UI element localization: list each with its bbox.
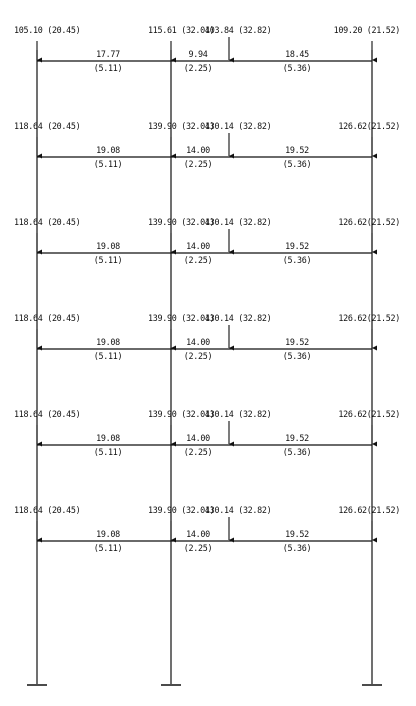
beam-left-load-sub: (5.11) xyxy=(94,543,122,553)
col-mid-load: 139.90 (32.04) xyxy=(148,313,214,323)
floor-1: 105.10 (20.45) 115.61 (32.04)103.84 (32.8… xyxy=(14,25,400,73)
beam-mid-load-sub: (2.25) xyxy=(184,351,212,361)
beam-left-load-sub: (5.11) xyxy=(94,63,122,73)
col-left-load: 118.64 (20.45) xyxy=(14,313,80,323)
col-right-load: 126.62(21.52) xyxy=(338,121,400,131)
point-load: 130.14 (32.82) xyxy=(205,121,271,131)
beam-right-load-sub: (5.36) xyxy=(283,159,311,169)
col-mid-load: 139.90 (32.04) xyxy=(148,217,214,227)
col-right-load: 126.62(21.52) xyxy=(338,409,400,419)
beam-right-load-sub: (5.36) xyxy=(283,543,311,553)
beam-left-load-sub: (5.11) xyxy=(94,447,122,457)
beam-mid-load-sub: (2.25) xyxy=(184,543,212,553)
beam-left-load: 19.08 xyxy=(96,145,120,155)
col-right-load: 126.62(21.52) xyxy=(338,313,400,323)
col-mid-load: 139.90 (32.04) xyxy=(148,505,214,515)
point-load: 130.14 (32.82) xyxy=(205,217,271,227)
beam-mid-load-sub: (2.25) xyxy=(184,447,212,457)
beam-right-load-sub: (5.36) xyxy=(283,63,311,73)
beam-left-load: 17.77 xyxy=(96,49,120,59)
point-load: 130.14 (32.82) xyxy=(205,409,271,419)
beam-left-load-sub: (5.11) xyxy=(94,351,122,361)
col-mid-load: 115.61 (32.04) xyxy=(148,25,214,35)
floor-3: 118.64 (20.45) 139.90 (32.04)130.14 (32.8… xyxy=(14,217,400,265)
beam-mid-load-sub: (2.25) xyxy=(184,63,212,73)
col-right-load: 126.62(21.52) xyxy=(338,505,400,515)
floors: 105.10 (20.45) 115.61 (32.04)103.84 (32.8… xyxy=(14,25,400,553)
floor-4: 118.64 (20.45) 139.90 (32.04)130.14 (32.8… xyxy=(14,313,400,361)
beam-right-load: 19.52 xyxy=(285,337,309,347)
beam-mid-load: 14.00 xyxy=(186,145,210,155)
col-left-load: 118.64 (20.45) xyxy=(14,121,80,131)
point-load: 103.84 (32.82) xyxy=(205,25,271,35)
col-left-load: 118.64 (20.45) xyxy=(14,505,80,515)
point-load: 130.14 (32.82) xyxy=(205,313,271,323)
beam-mid-load-sub: (2.25) xyxy=(184,159,212,169)
col-mid-load: 139.90 (32.04) xyxy=(148,409,214,419)
beam-mid-load: 14.00 xyxy=(186,337,210,347)
beam-mid-load-sub: (2.25) xyxy=(184,255,212,265)
beam-mid-load: 14.00 xyxy=(186,529,210,539)
beam-right-load-sub: (5.36) xyxy=(283,255,311,265)
floor-6: 118.64 (20.45) 139.90 (32.04)130.14 (32.8… xyxy=(14,505,400,553)
beam-mid-load: 9.94 xyxy=(189,49,208,59)
floor-5: 118.64 (20.45) 139.90 (32.04)130.14 (32.8… xyxy=(14,409,400,457)
beam-left-load: 19.08 xyxy=(96,241,120,251)
beam-right-load: 19.52 xyxy=(285,433,309,443)
point-load: 130.14 (32.82) xyxy=(205,505,271,515)
floor-2: 118.64 (20.45) 139.90 (32.04)130.14 (32.8… xyxy=(14,121,400,169)
beam-right-load: 19.52 xyxy=(285,529,309,539)
col-right-load: 126.62(21.52) xyxy=(338,217,400,227)
beam-right-load: 19.52 xyxy=(285,241,309,251)
beam-right-load-sub: (5.36) xyxy=(283,447,311,457)
beam-left-load: 19.08 xyxy=(96,433,120,443)
beam-right-load: 18.45 xyxy=(285,49,309,59)
col-left-load: 118.64 (20.45) xyxy=(14,217,80,227)
beam-left-load: 19.08 xyxy=(96,337,120,347)
beam-left-load-sub: (5.11) xyxy=(94,255,122,265)
col-left-load: 105.10 (20.45) xyxy=(14,25,80,35)
beam-mid-load: 14.00 xyxy=(186,241,210,251)
beam-right-load-sub: (5.36) xyxy=(283,351,311,361)
beam-left-load-sub: (5.11) xyxy=(94,159,122,169)
col-left-load: 118.64 (20.45) xyxy=(14,409,80,419)
beam-mid-load: 14.00 xyxy=(186,433,210,443)
beam-right-load: 19.52 xyxy=(285,145,309,155)
col-right-load: 109.20 (21.52) xyxy=(334,25,400,35)
beam-left-load: 19.08 xyxy=(96,529,120,539)
col-mid-load: 139.90 (32.04) xyxy=(148,121,214,131)
